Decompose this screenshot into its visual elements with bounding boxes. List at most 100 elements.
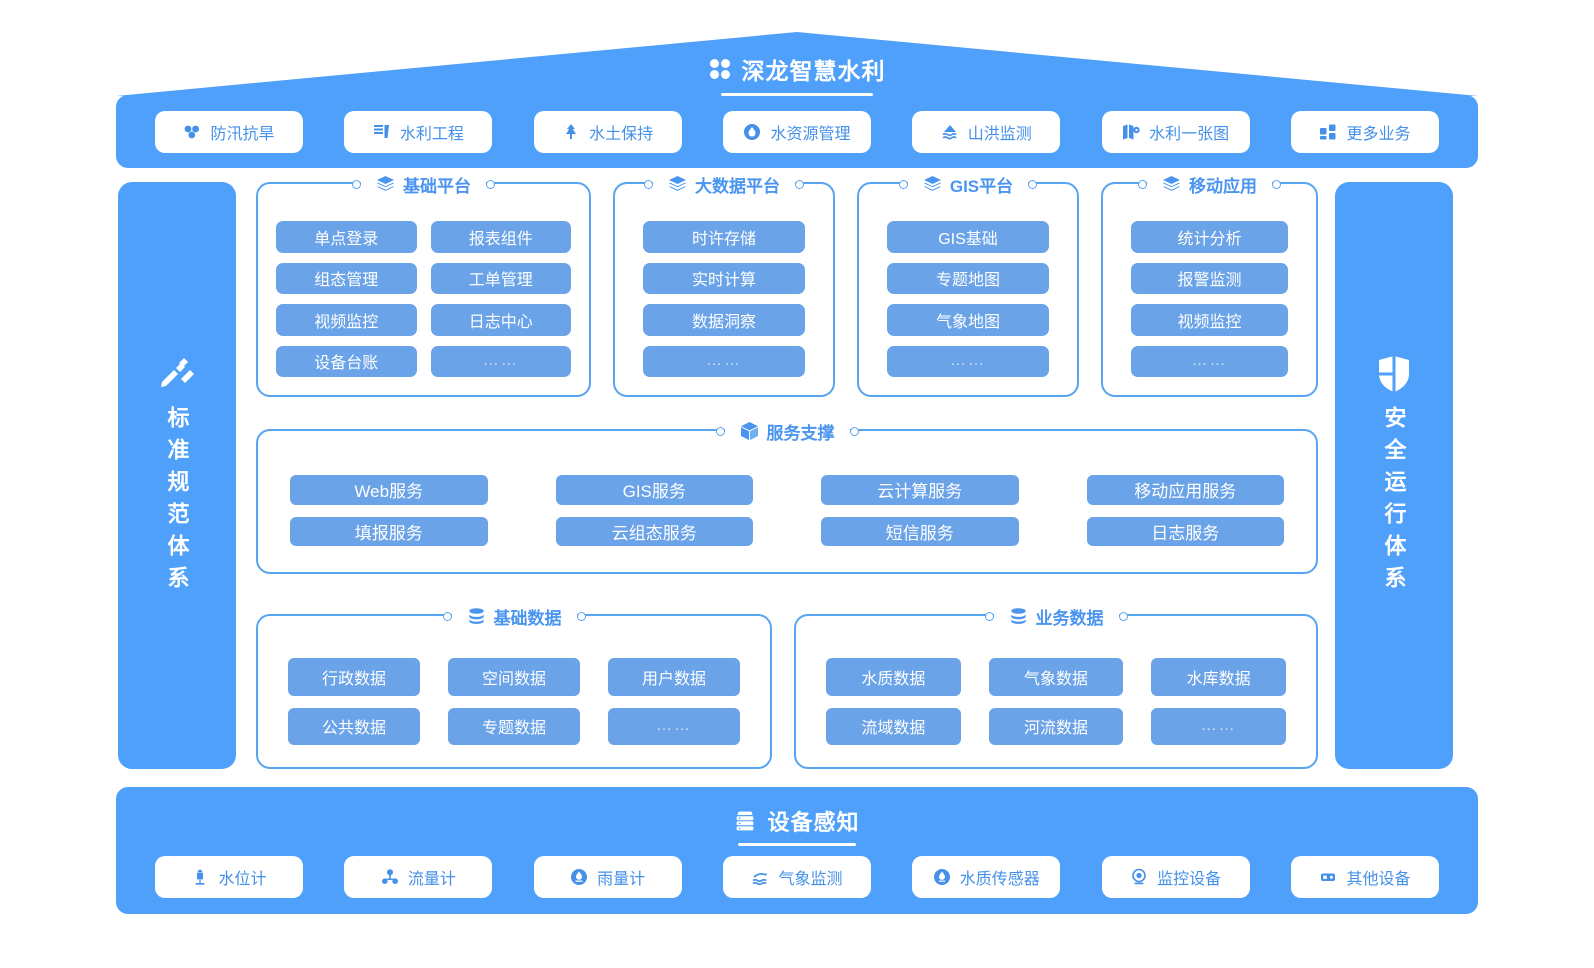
data-item-more[interactable]: …… xyxy=(608,707,740,745)
standards-system-column: 标准规范体系 xyxy=(118,182,236,769)
platform-item[interactable]: 统计分析 xyxy=(1131,221,1288,253)
business-button-shuiliyizhangtu[interactable]: 水利一张图 xyxy=(1101,110,1250,153)
device-button-yuliangji[interactable]: 雨量计 xyxy=(533,856,682,898)
platform-item[interactable]: 数据洞察 xyxy=(643,304,805,336)
data-item[interactable]: 行政数据 xyxy=(288,658,420,696)
platform-item-more[interactable]: …… xyxy=(1131,345,1288,377)
device-sensing-bar: 设备感知 水位计 流量计 雨量计 xyxy=(116,787,1478,914)
service-item[interactable]: 云组态服务 xyxy=(555,516,753,546)
standards-system-label: 标准规范体系 xyxy=(164,405,190,598)
card-title: 基础数据 xyxy=(493,608,562,628)
platform-item[interactable]: 报表组件 xyxy=(430,221,571,253)
cube-icon xyxy=(740,421,759,441)
service-item[interactable]: 填报服务 xyxy=(290,516,488,546)
platform-item[interactable]: 实时计算 xyxy=(643,262,805,294)
card-header: 基础数据 xyxy=(258,603,770,629)
data-card-basic: 基础数据 行政数据 空间数据 用户数据 公共数据 专题数据 …… xyxy=(256,603,772,769)
card-title: 业务数据 xyxy=(1035,608,1104,628)
data-item-more[interactable]: …… xyxy=(1151,707,1286,745)
data-item[interactable]: 空间数据 xyxy=(448,658,580,696)
platform-item[interactable]: 视频监控 xyxy=(1131,304,1288,336)
data-item[interactable]: 流域数据 xyxy=(826,707,961,745)
data-item[interactable]: 河流数据 xyxy=(988,707,1124,745)
service-item[interactable]: 云计算服务 xyxy=(821,475,1019,505)
platform-item[interactable]: 工单管理 xyxy=(430,262,571,294)
database-icon xyxy=(467,607,486,626)
device-button-label: 监控设备 xyxy=(1157,871,1222,888)
platform-item[interactable]: 时许存储 xyxy=(643,221,805,253)
platform-item[interactable]: GIS基础 xyxy=(887,221,1049,253)
device-button-label: 水质传感器 xyxy=(959,871,1040,888)
platform-item[interactable]: 气象地图 xyxy=(887,304,1049,336)
dam-engineering-icon xyxy=(373,123,391,141)
header-node-left xyxy=(352,179,361,189)
header-node-left xyxy=(644,179,653,189)
device-button-qitashebei[interactable]: 其他设备 xyxy=(1290,856,1439,898)
card-header: 移动应用 xyxy=(1103,171,1316,197)
water-resource-drop-icon xyxy=(743,123,761,141)
service-item[interactable]: GIS服务 xyxy=(555,475,753,505)
water-level-gauge-icon xyxy=(191,868,209,886)
mountain-flood-icon xyxy=(941,123,959,141)
layers-icon xyxy=(668,175,687,194)
device-button-qixiangjiance[interactable]: 气象监测 xyxy=(722,856,871,898)
data-items: 水质数据 气象数据 水库数据 流域数据 河流数据 …… xyxy=(826,658,1286,745)
header-node-right xyxy=(576,611,586,621)
card-title: 服务支撑 xyxy=(766,423,835,443)
card-header: 大数据平台 xyxy=(615,171,833,197)
data-item[interactable]: 专题数据 xyxy=(448,707,580,745)
business-button-shuitubaochi[interactable]: 水土保持 xyxy=(533,110,682,153)
card-title: 大数据平台 xyxy=(695,176,780,196)
other-device-icon xyxy=(1319,868,1337,886)
platform-item[interactable]: 日志中心 xyxy=(430,304,571,336)
server-rack-icon xyxy=(734,810,756,832)
service-item[interactable]: Web服务 xyxy=(290,475,488,505)
platform-item[interactable]: 组态管理 xyxy=(276,262,417,294)
platform-item-more[interactable]: …… xyxy=(643,345,805,377)
service-item[interactable]: 短信服务 xyxy=(821,516,1019,546)
data-items: 行政数据 空间数据 用户数据 公共数据 专题数据 …… xyxy=(288,658,740,745)
business-button-gengduoyewu[interactable]: 更多业务 xyxy=(1290,110,1439,153)
title-underline xyxy=(721,93,873,96)
platform-items: 时许存储 实时计算 数据洞察 …… xyxy=(643,221,805,377)
platform-item[interactable]: 单点登录 xyxy=(276,221,417,253)
business-button-shanhongjiance[interactable]: 山洪监测 xyxy=(912,110,1061,153)
data-item[interactable]: 水质数据 xyxy=(826,658,961,696)
device-button-shuiweiji[interactable]: 水位计 xyxy=(155,856,303,898)
data-item[interactable]: 用户数据 xyxy=(608,658,740,696)
platform-item[interactable]: 视频监控 xyxy=(276,304,417,336)
header-node-left xyxy=(898,179,908,189)
flow-meter-icon xyxy=(381,868,399,886)
service-item[interactable]: 移动应用服务 xyxy=(1086,475,1284,505)
card-title: GIS平台 xyxy=(949,176,1014,196)
system-title-block: 深龙智慧水利 xyxy=(0,52,1594,96)
layers-icon xyxy=(376,175,395,194)
platform-item[interactable]: 专题地图 xyxy=(887,262,1049,294)
platform-item-more[interactable]: …… xyxy=(430,345,571,377)
business-button-label: 水利工程 xyxy=(399,125,464,143)
platform-item-more[interactable]: …… xyxy=(887,345,1049,377)
header-node-right xyxy=(849,426,859,436)
business-button-label: 更多业务 xyxy=(1346,125,1411,143)
business-button-shuiziyuanguanli[interactable]: 水资源管理 xyxy=(722,110,871,153)
data-item[interactable]: 水库数据 xyxy=(1151,658,1286,696)
device-button-liuliangji[interactable]: 流量计 xyxy=(344,856,493,898)
card-header: 服务支撑 xyxy=(258,418,1316,444)
business-button-shuiligongcheng[interactable]: 水利工程 xyxy=(344,110,493,153)
business-bar: 防汛抗旱 水利工程 水土保持 水资源管理 山洪监测 xyxy=(116,95,1478,168)
device-sensing-title: 设备感知 xyxy=(767,810,860,835)
four-petal-icon xyxy=(709,58,731,80)
platform-item[interactable]: 设备台账 xyxy=(276,345,417,377)
platform-item[interactable]: 报警监测 xyxy=(1131,262,1288,294)
device-button-shuizhichuanganqi[interactable]: 水质传感器 xyxy=(912,856,1061,898)
header-node-left xyxy=(442,611,452,621)
data-item[interactable]: 公共数据 xyxy=(288,707,420,745)
device-button-jiankongshebei[interactable]: 监控设备 xyxy=(1101,856,1250,898)
header-node-right xyxy=(1028,179,1038,189)
data-item[interactable]: 气象数据 xyxy=(988,658,1124,696)
device-sensing-title-block: 设备感知 xyxy=(116,805,1478,846)
data-card-business: 业务数据 水质数据 气象数据 水库数据 流域数据 河流数据 …… xyxy=(794,603,1318,769)
business-button-fangxunkanghan[interactable]: 防汛抗旱 xyxy=(155,110,303,153)
service-item[interactable]: 日志服务 xyxy=(1086,516,1284,546)
